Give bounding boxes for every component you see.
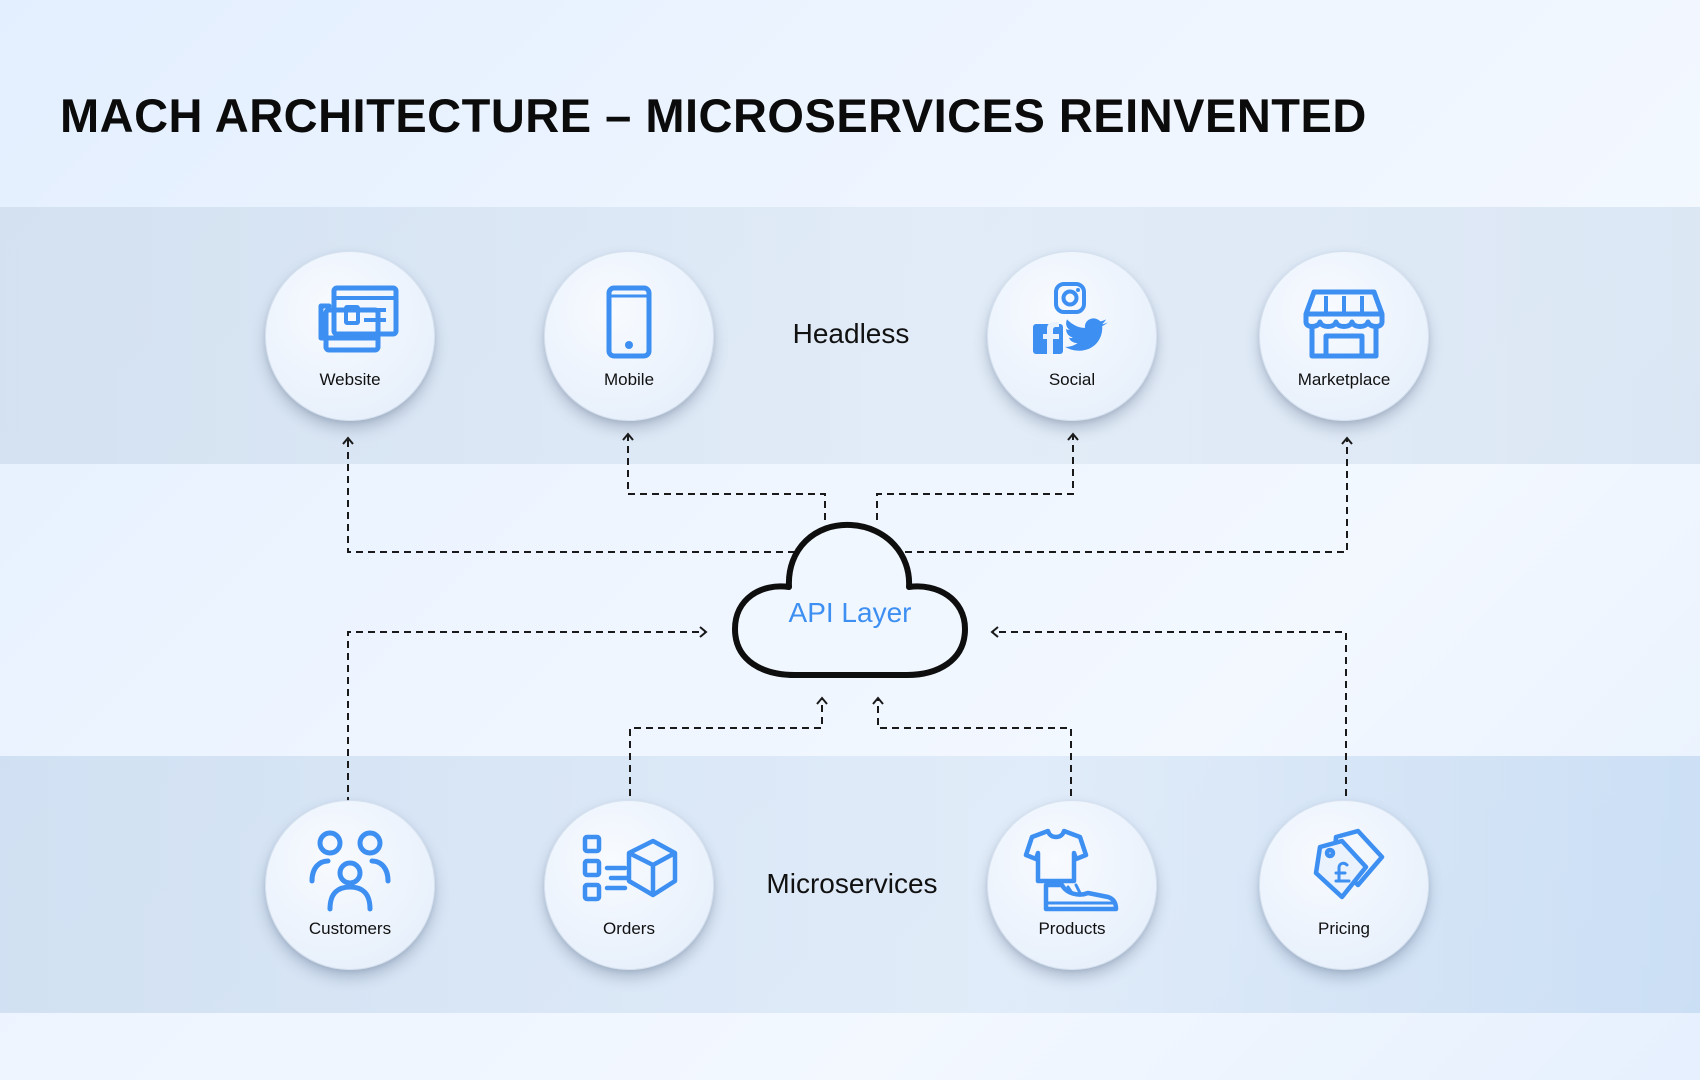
products-node[interactable]: Products	[987, 800, 1157, 970]
orders-box-icon	[582, 834, 678, 902]
connector-api-marketplace	[905, 436, 1353, 553]
facebook-icon	[1033, 322, 1063, 354]
price-tag-icon	[1313, 828, 1385, 900]
node-label: Social	[1048, 370, 1096, 389]
orders-node[interactable]: Orders	[544, 800, 714, 970]
headless-label: Headless	[792, 318, 910, 349]
microservices-label: Microservices	[766, 868, 938, 899]
storefront-icon	[1303, 289, 1385, 359]
node-label: Orders	[603, 919, 655, 938]
connector-customers-api	[347, 626, 708, 804]
social-node[interactable]: Social	[987, 251, 1157, 421]
customers-node[interactable]: Customers	[265, 800, 435, 970]
node-label: Customers	[308, 919, 392, 938]
marketplace-node[interactable]: Marketplace	[1259, 251, 1429, 421]
connector-orders-api	[629, 696, 828, 808]
users-icon	[309, 830, 391, 912]
website-node[interactable]: Website	[265, 251, 435, 421]
node-label: Products	[1038, 919, 1106, 938]
shirt-shoe-icon	[1023, 828, 1119, 912]
connector-products-api	[872, 696, 1072, 808]
api-layer-label: API Layer	[788, 597, 912, 628]
connector-api-mobile	[622, 432, 826, 520]
connector-api-social	[876, 432, 1079, 520]
connector-api-website	[342, 436, 795, 553]
api-layer-node[interactable]: API Layer	[725, 515, 975, 680]
cloud-icon	[732, 521, 968, 678]
pricing-node[interactable]: Pricing	[1259, 800, 1429, 970]
connector-pricing-api	[990, 626, 1347, 808]
node-label: Pricing	[1318, 919, 1370, 938]
twitter-icon	[1065, 318, 1108, 351]
mobile-node[interactable]: Mobile	[544, 251, 714, 421]
node-label: Mobile	[603, 370, 655, 389]
social-media-icon	[1033, 282, 1108, 354]
node-label: Marketplace	[1297, 370, 1391, 389]
page-title: MACH ARCHITECTURE – MICROSERVICES REINVE…	[60, 89, 1367, 142]
website-icon	[318, 285, 399, 353]
node-label: Website	[319, 370, 381, 389]
instagram-icon	[1054, 282, 1086, 314]
mobile-phone-icon	[606, 285, 652, 359]
